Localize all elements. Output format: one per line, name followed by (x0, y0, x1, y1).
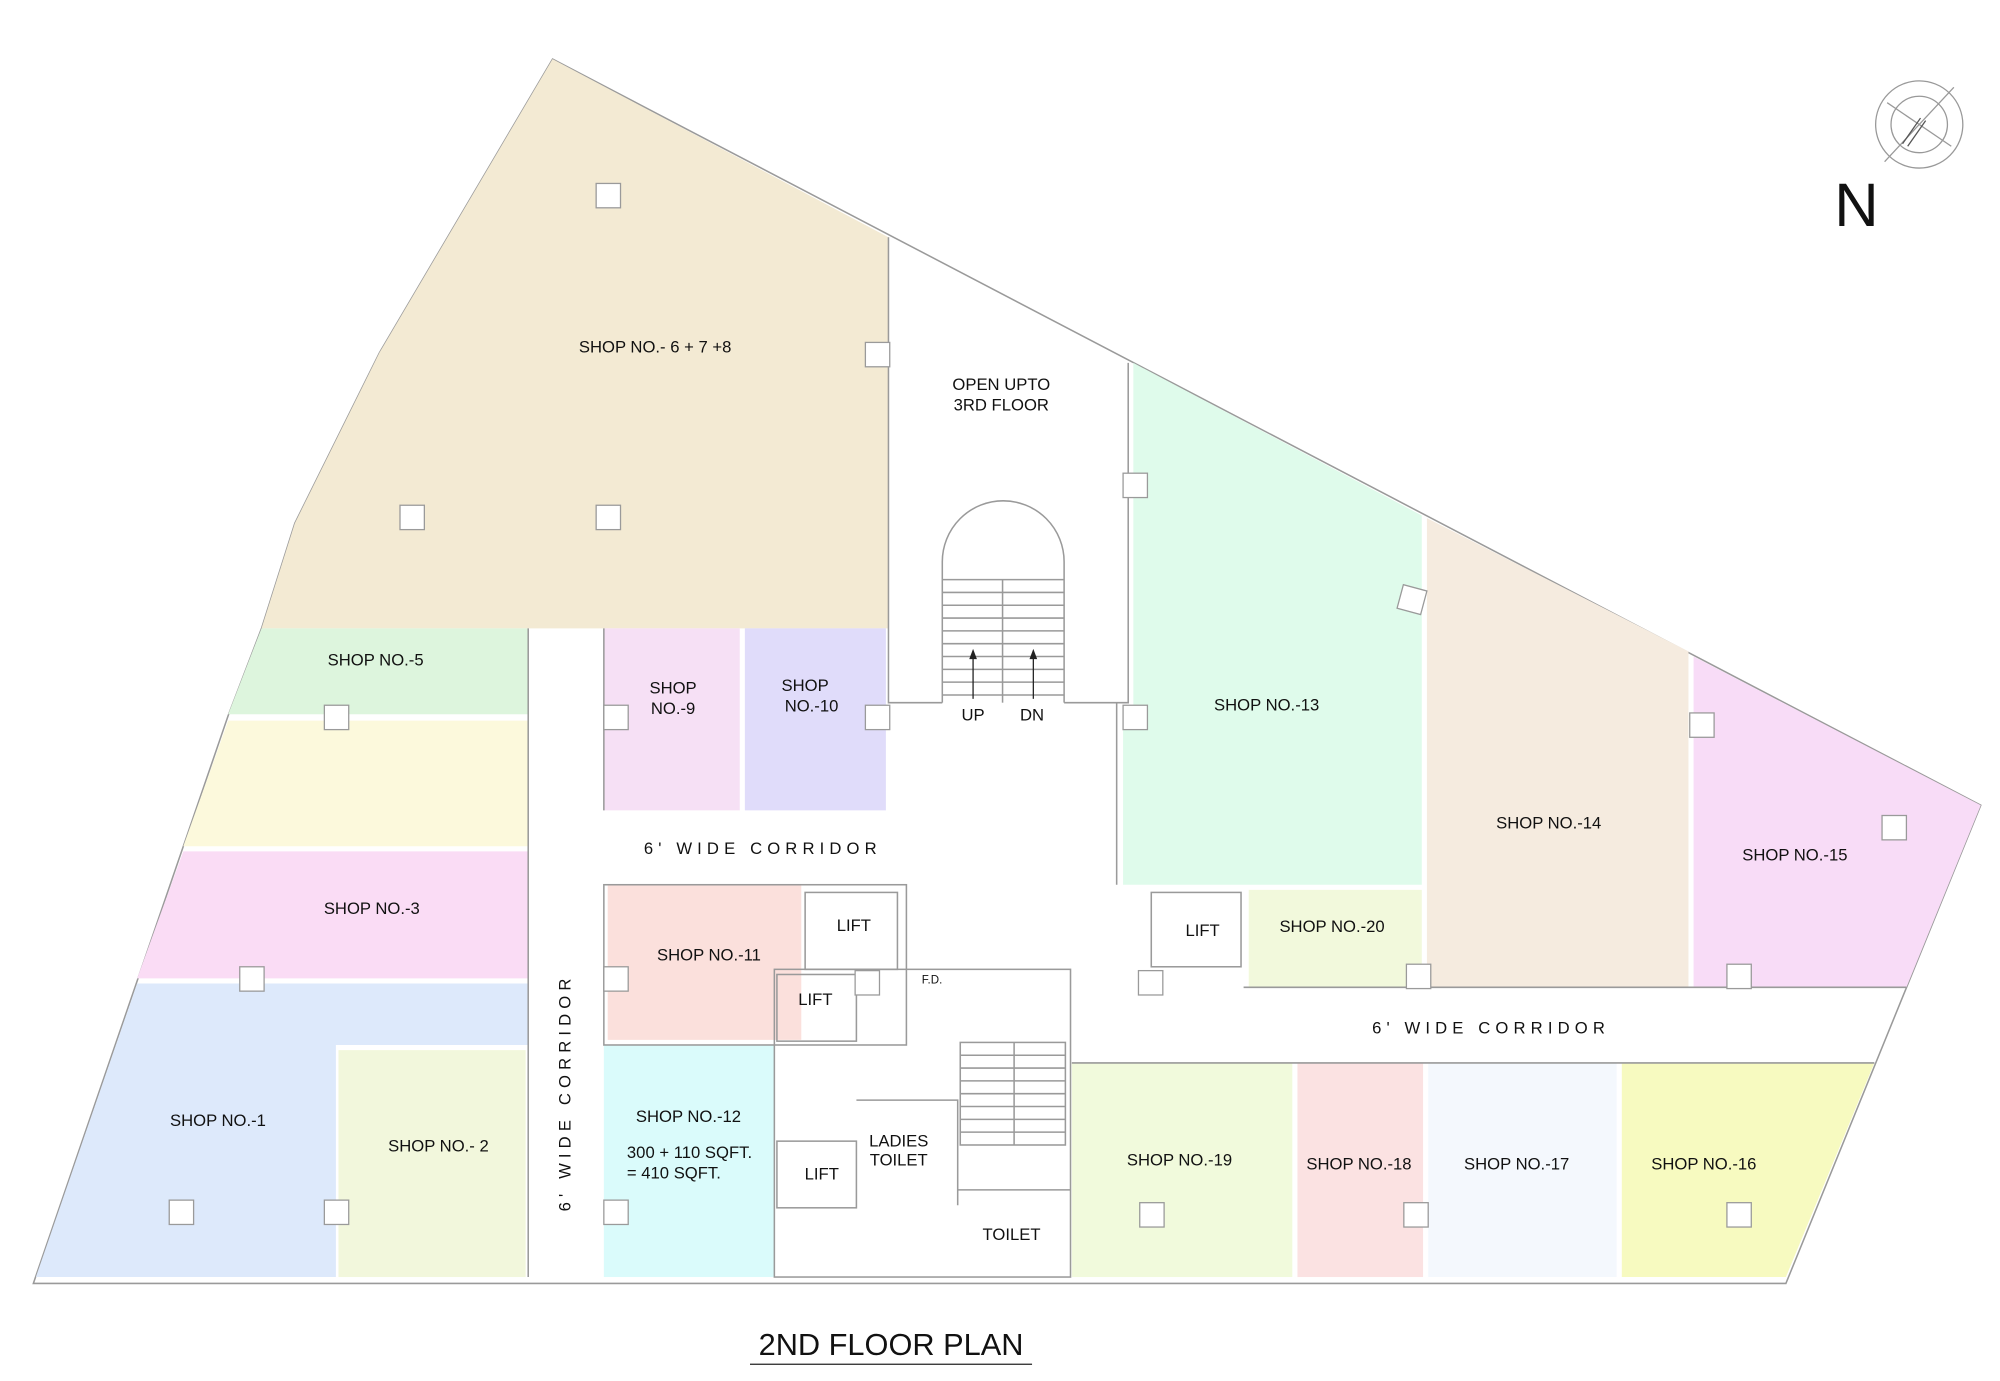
shop-12[interactable] (603, 1044, 775, 1278)
shop-20[interactable] (1248, 889, 1422, 988)
label-shop-9-b: NO.-9 (651, 699, 695, 718)
main-staircase (941, 499, 1065, 703)
label-shop-2: SHOP NO.- 2 (388, 1136, 489, 1155)
label-shop-6-7-8: SHOP NO.- 6 + 7 +8 (579, 338, 731, 357)
label-shop-10-b: NO.-10 (785, 697, 839, 716)
label-shop-3: SHOP NO.-3 (324, 899, 420, 918)
label-corridor-horizontal-1: 6' WIDE CORRIDOR (644, 839, 882, 858)
page-title: 2ND FLOOR PLAN (759, 1327, 1024, 1362)
north-label: N (1834, 171, 1878, 240)
shop-16[interactable] (1621, 1062, 1875, 1278)
label-shop-5: SHOP NO.-5 (328, 651, 424, 670)
shop-3[interactable] (137, 851, 529, 979)
label-shop-15: SHOP NO.-15 (1742, 845, 1847, 864)
label-shop-12: SHOP NO.-12 (636, 1107, 741, 1126)
shop-1[interactable] (35, 983, 529, 1278)
label-shop-17: SHOP NO.-17 (1464, 1154, 1569, 1173)
label-lift-3: LIFT (805, 1165, 839, 1184)
label-shop-11: SHOP NO.-11 (657, 945, 761, 964)
label-shop-1: SHOP NO.-1 (170, 1111, 266, 1130)
label-shop-13: SHOP NO.-13 (1214, 695, 1319, 714)
label-corridor-vertical: 6' WIDE CORRIDOR (556, 973, 575, 1211)
walls (527, 237, 1907, 1278)
shop-11[interactable] (607, 884, 802, 1040)
shop-19[interactable] (1071, 1062, 1293, 1278)
label-shop-10-a: SHOP (782, 676, 829, 695)
label-corridor-horizontal-2: 6' WIDE CORRIDOR (1372, 1018, 1610, 1037)
label-toilet: TOILET (983, 1225, 1041, 1244)
unlabeled-shop-4[interactable] (183, 720, 529, 847)
shop-14[interactable] (1426, 518, 1689, 988)
label-shop-20: SHOP NO.-20 (1279, 917, 1384, 936)
shop-18[interactable] (1297, 1062, 1424, 1278)
rear-staircase (959, 1041, 1067, 1146)
label-open-2: 3RD FLOOR (954, 395, 1049, 414)
label-lift-4: LIFT (1185, 921, 1219, 940)
lift-box-2 (776, 973, 858, 1042)
label-shop-12-area-2: = 410 SQFT. (627, 1163, 721, 1182)
label-ladies-toilet-2: TOILET (870, 1151, 928, 1170)
shop-10[interactable] (744, 628, 886, 811)
shop-5[interactable] (228, 628, 529, 715)
label-shop-18: SHOP NO.-18 (1306, 1154, 1411, 1173)
label-lift-2: LIFT (798, 990, 832, 1009)
shop-6-7-8[interactable] (261, 59, 889, 629)
lift-box-3 (776, 1140, 858, 1209)
label-shop-9-a: SHOP (649, 679, 696, 698)
label-shop-14: SHOP NO.-14 (1496, 813, 1601, 832)
label-dn: DN (1020, 706, 1044, 725)
lift-box-1 (804, 891, 899, 971)
label-lift-1: LIFT (837, 916, 871, 935)
label-shop-16: SHOP NO.-16 (1651, 1154, 1756, 1173)
label-fd: F.D. (922, 974, 942, 986)
shop-2[interactable] (338, 1050, 526, 1278)
shop-15[interactable] (1693, 656, 1981, 988)
label-ladies-toilet-1: LADIES (869, 1131, 928, 1150)
shop-13[interactable] (1123, 362, 1422, 885)
lift-box-4 (1150, 891, 1242, 968)
label-shop-12-area-1: 300 + 110 SQFT. (627, 1143, 752, 1162)
shop-17[interactable] (1428, 1062, 1617, 1278)
label-shop-19: SHOP NO.-19 (1127, 1151, 1232, 1170)
columns (168, 182, 1908, 1228)
label-up: UP (962, 706, 985, 725)
north-arrow-icon (1875, 80, 1964, 169)
label-open-1: OPEN UPTO (952, 375, 1050, 394)
